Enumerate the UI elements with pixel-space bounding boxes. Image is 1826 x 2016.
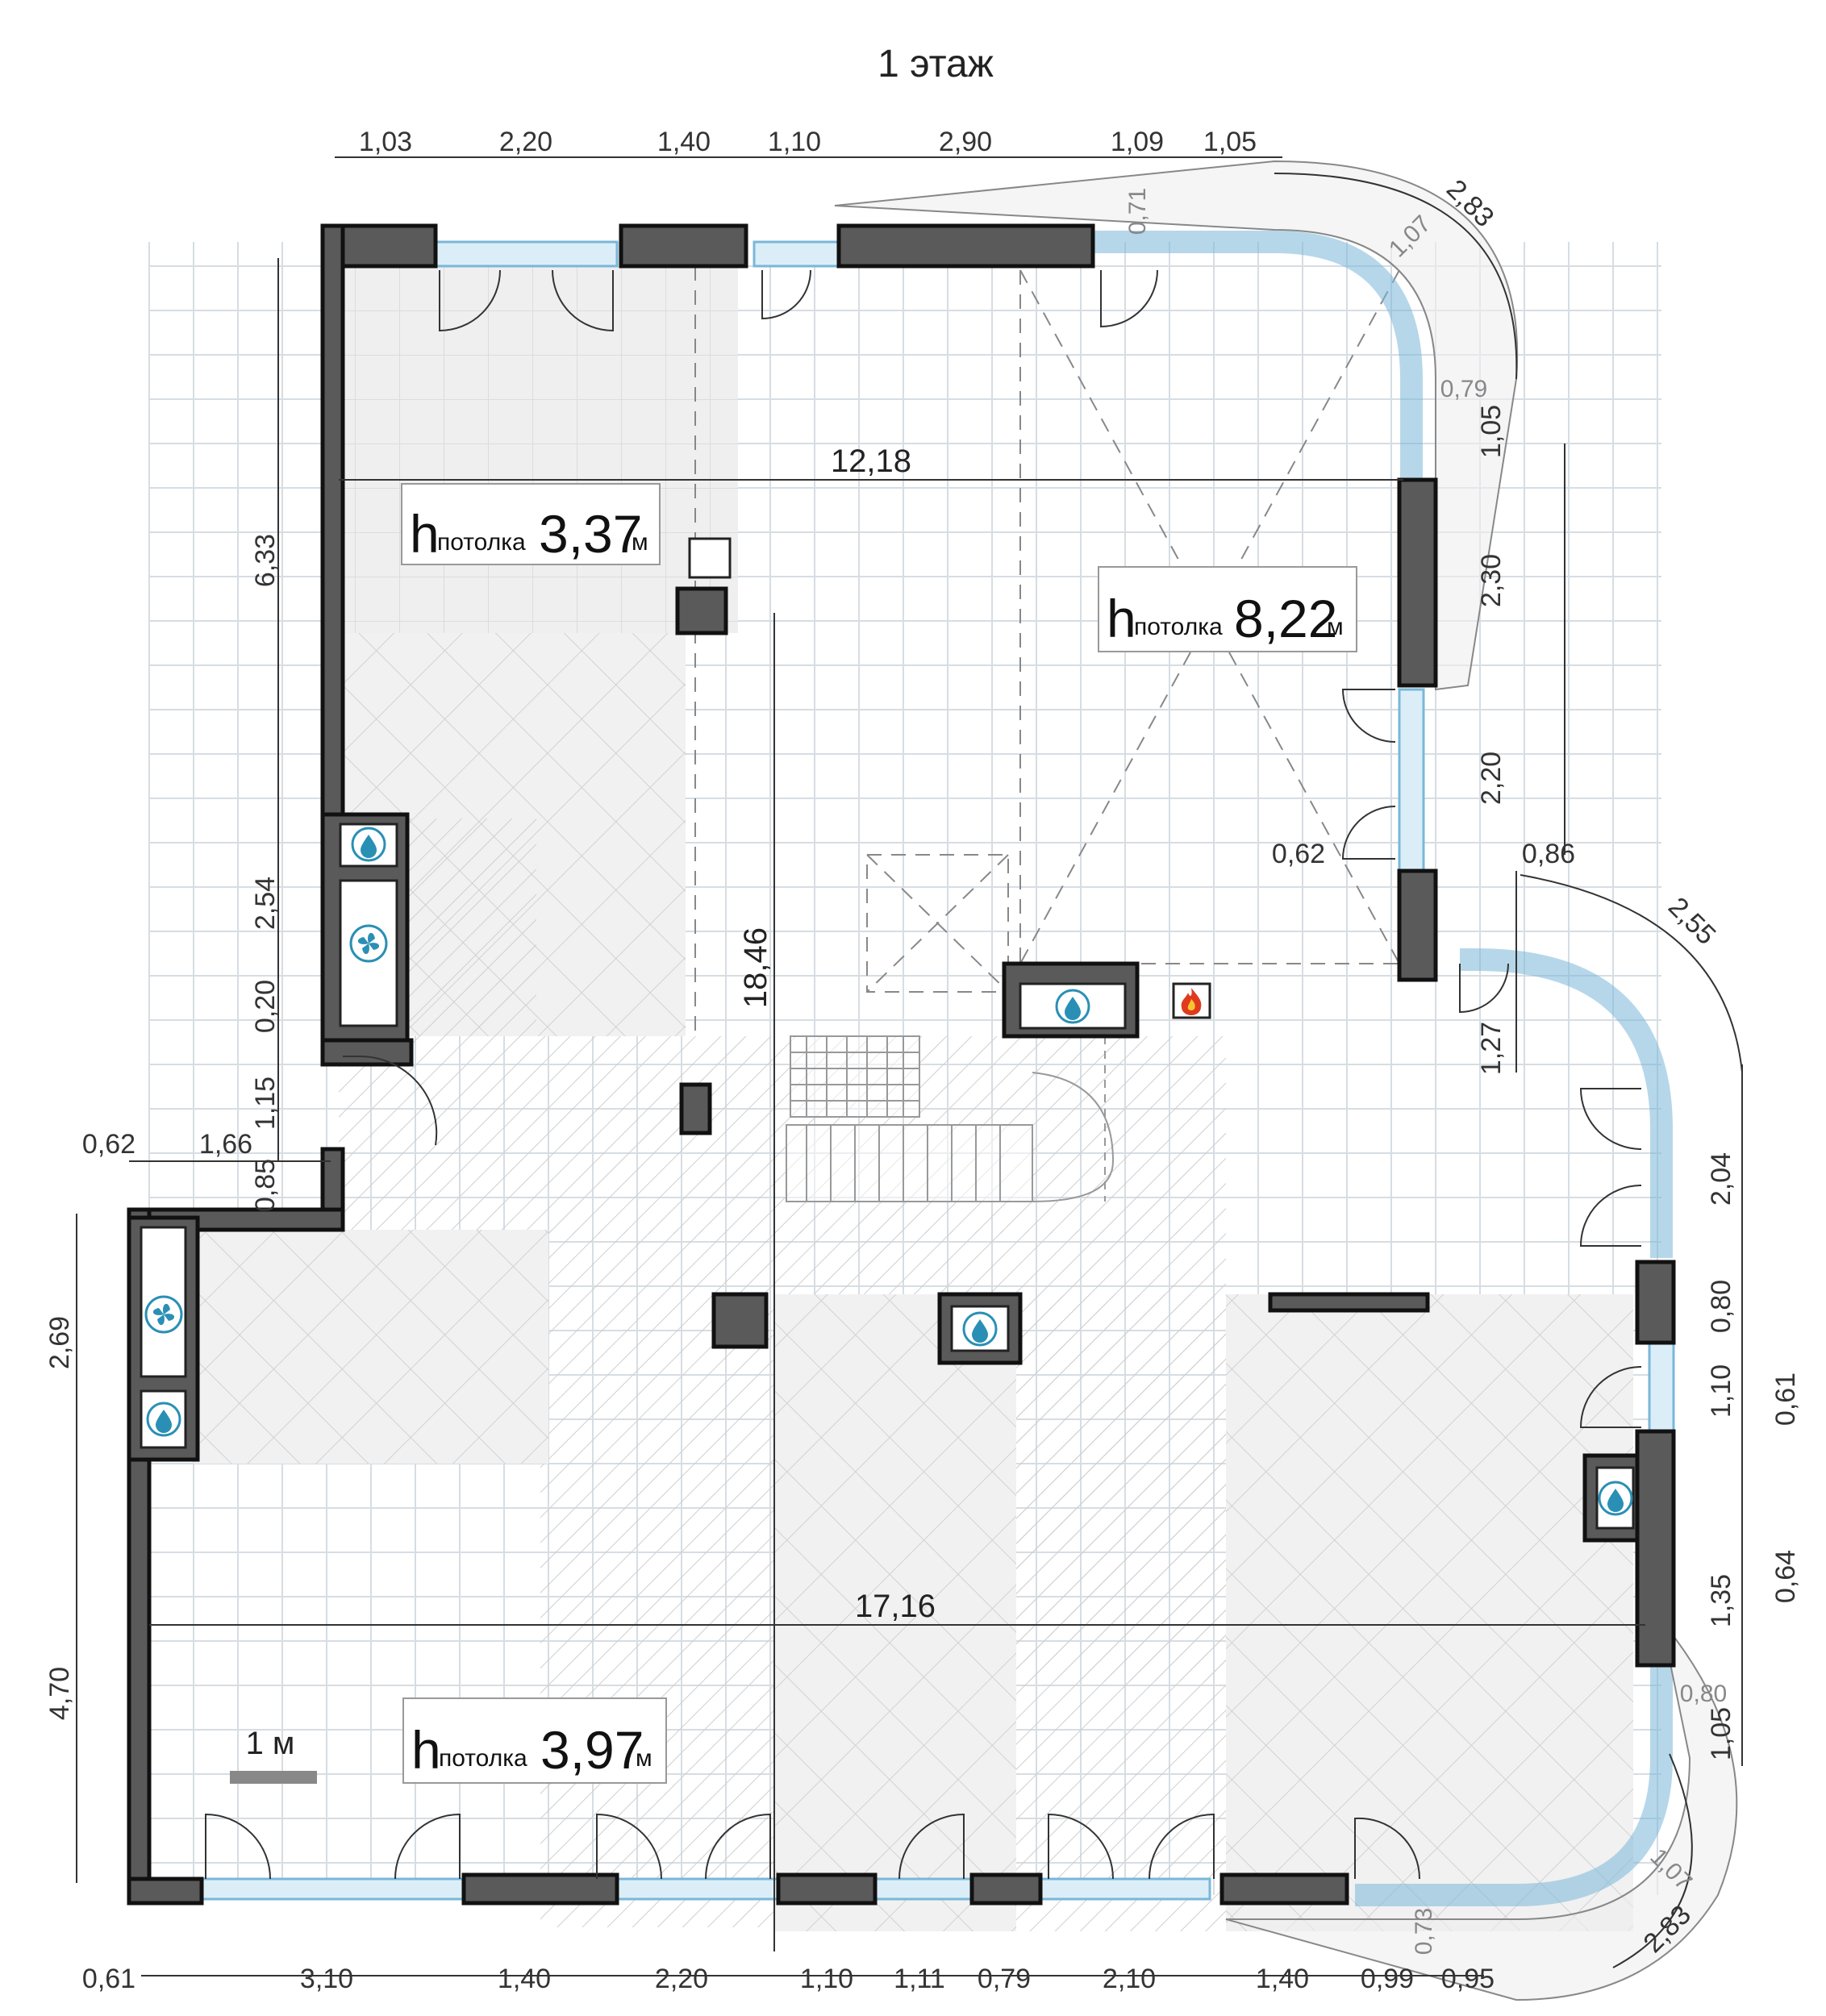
dimension-lines bbox=[76, 156, 1743, 1976]
dim-mid-right-left: 0,62 bbox=[1272, 839, 1325, 869]
dim-bottom-4: 1,10 bbox=[800, 1964, 853, 1994]
ceiling-label-sub: потолка bbox=[439, 1745, 527, 1772]
dim-right-lower-5: 0,64 bbox=[1770, 1550, 1801, 1603]
dim-right-upper-1: 1,05 bbox=[1476, 405, 1507, 458]
dim-right-lower-2: 0,80 bbox=[1706, 1280, 1736, 1333]
dim-width-upper: 12,18 bbox=[831, 444, 911, 479]
dim-bottom-0: 0,61 bbox=[82, 1964, 135, 1994]
dim-left-upper-2: 0,20 bbox=[250, 980, 281, 1033]
ceiling-label-value: 8,22 bbox=[1234, 589, 1337, 648]
ceiling-label-prefix: h bbox=[1107, 589, 1136, 648]
dim-left-lower-0: 2,69 bbox=[44, 1316, 75, 1369]
dim-right-lower-4: 0,61 bbox=[1770, 1372, 1801, 1426]
ceiling-label-value: 3,97 bbox=[540, 1720, 644, 1780]
ceiling-label-prefix: h bbox=[411, 1720, 441, 1780]
dim-bottom-1: 3,10 bbox=[300, 1964, 353, 1994]
dim-top-4: 2,90 bbox=[939, 127, 992, 157]
dim-left-upper-0: 6,33 bbox=[250, 534, 281, 587]
dim-right-lower-1: 2,04 bbox=[1706, 1152, 1736, 1206]
dim-top-6: 1,05 bbox=[1203, 127, 1257, 157]
ceiling-label: h потолка 3,97 м bbox=[402, 1697, 667, 1784]
dim-right-lower-8: 1,05 bbox=[1706, 1707, 1736, 1760]
water-drop-icon bbox=[962, 1311, 998, 1347]
dim-top-5: 1,09 bbox=[1111, 127, 1164, 157]
dim-top-inner: 0,71 bbox=[1124, 188, 1151, 235]
water-drop-icon bbox=[351, 827, 386, 862]
dim-left-upper-4: 0,85 bbox=[250, 1159, 281, 1212]
dim-right-upper-0: 0,79 bbox=[1440, 376, 1487, 402]
ceiling-label-value: 3,37 bbox=[539, 504, 642, 564]
dim-bottom-2: 1,40 bbox=[498, 1964, 551, 1994]
dim-top-1: 2,20 bbox=[499, 127, 552, 157]
floor-title: 1 этаж bbox=[878, 43, 994, 85]
floor-zones bbox=[194, 242, 1633, 1931]
dim-left-lower-1: 4,70 bbox=[44, 1667, 75, 1720]
dim-mid-right-right: 0,86 bbox=[1522, 839, 1575, 869]
doors bbox=[205, 269, 1642, 1880]
dim-right-upper-3: 2,20 bbox=[1476, 752, 1507, 805]
water-drop-icon bbox=[1055, 989, 1090, 1024]
dim-bottom-3: 2,20 bbox=[655, 1964, 708, 1994]
ceiling-label: h потолка 3,37 м bbox=[401, 483, 661, 565]
fire-icon bbox=[1181, 988, 1202, 1015]
dim-left-step-0: 0,62 bbox=[82, 1129, 135, 1160]
dim-width-lower: 17,16 bbox=[855, 1589, 936, 1624]
dim-bottom-10: 0,95 bbox=[1441, 1964, 1495, 1994]
water-drop-icon bbox=[146, 1402, 181, 1437]
dim-bottom-8: 1,40 bbox=[1256, 1964, 1309, 1994]
dim-top-0: 1,03 bbox=[359, 127, 412, 157]
dim-bottom-inner: 0,73 bbox=[1411, 1908, 1437, 1955]
ceiling-label-sub: потолка bbox=[1134, 614, 1223, 640]
dim-left-upper-1: 2,54 bbox=[250, 877, 281, 930]
dim-right-lower-3: 1,10 bbox=[1706, 1364, 1736, 1418]
dim-right-lower-7: 0,80 bbox=[1680, 1681, 1727, 1707]
dim-top-2: 1,40 bbox=[657, 127, 711, 157]
ceiling-label-sub: потолка bbox=[437, 529, 526, 556]
water-drop-icon bbox=[1598, 1481, 1633, 1516]
dim-height-total: 18,46 bbox=[738, 927, 773, 1008]
dim-bottom-5: 1,11 bbox=[894, 1964, 945, 1994]
dim-top-3: 1,10 bbox=[768, 127, 821, 157]
dim-bottom-9: 0,99 bbox=[1361, 1964, 1414, 1994]
fan-icon bbox=[349, 924, 388, 963]
ceiling-label-unit: м bbox=[1327, 614, 1344, 640]
scale-bar: 1 м bbox=[230, 1726, 317, 1784]
ceiling-label-unit: м bbox=[636, 1745, 652, 1772]
scale-label: 1 м bbox=[246, 1726, 295, 1761]
dim-left-step-1: 1,66 bbox=[199, 1129, 252, 1160]
dim-right-lower-6: 1,35 bbox=[1706, 1574, 1736, 1627]
double-height-void bbox=[694, 266, 1400, 1036]
dim-bottom-7: 2,10 bbox=[1103, 1964, 1156, 1994]
dim-right-upper-2: 2,30 bbox=[1476, 554, 1507, 607]
dim-right-lower-0: 1,27 bbox=[1476, 1022, 1507, 1075]
dim-corner-mid-right: 2,55 bbox=[1662, 891, 1722, 951]
dim-bottom-6: 0,79 bbox=[978, 1964, 1031, 1994]
ceiling-label-unit: м bbox=[632, 529, 648, 556]
ceiling-label: h потолка 8,22 м bbox=[1098, 566, 1357, 652]
dim-left-upper-3: 1,15 bbox=[250, 1077, 281, 1130]
staircase bbox=[786, 1035, 1115, 1202]
ceiling-label-prefix: h bbox=[410, 504, 440, 564]
fan-icon bbox=[144, 1295, 183, 1334]
